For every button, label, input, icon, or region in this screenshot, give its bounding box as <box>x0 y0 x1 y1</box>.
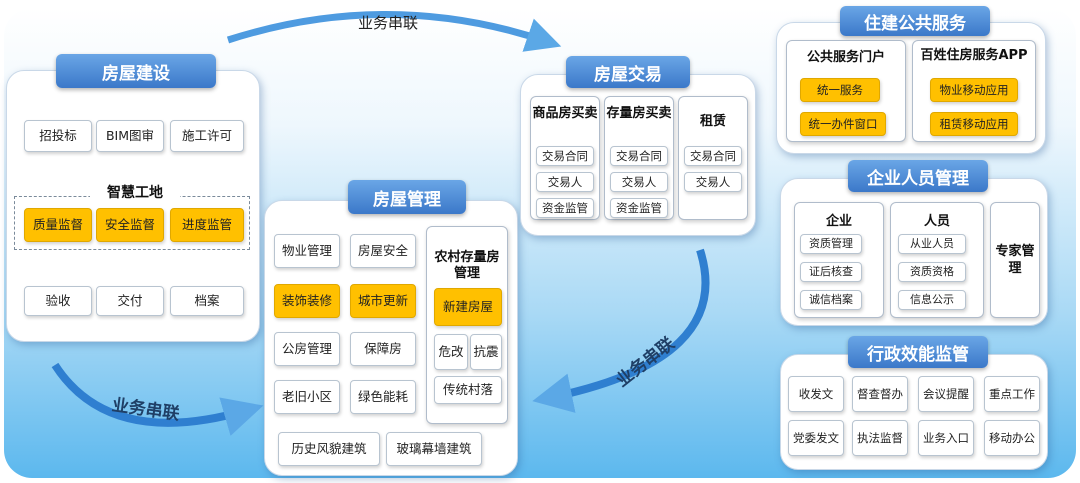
trade-column-head: 存量房买卖 <box>606 106 672 121</box>
rural-item: 危改 <box>434 334 468 370</box>
efficiency-item: 督查督办 <box>852 376 908 412</box>
management-item: 装饰装修 <box>274 284 340 318</box>
trade-item: 交易人 <box>684 172 742 192</box>
trade-item: 交易合同 <box>536 146 594 166</box>
bottom-left-flow-arrow <box>51 362 264 436</box>
construction-item: 验收 <box>24 286 92 316</box>
trade-item: 交易人 <box>536 172 594 192</box>
smart-site-item: 质量监督 <box>24 208 92 242</box>
enterprise-item: 资质管理 <box>800 234 862 254</box>
management-item: 历史风貌建筑 <box>278 432 380 466</box>
public-service-item: 统一办件窗口 <box>800 112 886 136</box>
flow-label-top: 业务串联 <box>358 14 419 32</box>
efficiency-item: 会议提醒 <box>918 376 974 412</box>
trade-title: 房屋交易 <box>566 56 690 88</box>
public-service-item: 租赁移动应用 <box>930 112 1018 136</box>
public-service-column-head: 百姓住房服务APP <box>920 48 1028 63</box>
enterprise-item: 证后核查 <box>800 262 862 282</box>
construction-title: 房屋建设 <box>56 54 216 88</box>
public-service-column-head: 公共服务门户 <box>806 50 885 65</box>
trade-item: 交易合同 <box>684 146 742 166</box>
enterprise-column-head: 企业 <box>825 214 852 229</box>
public-service-item: 物业移动应用 <box>930 78 1018 102</box>
trade-column-head: 商品房买卖 <box>532 106 598 121</box>
enterprise-title: 企业人员管理 <box>848 160 988 192</box>
trade-item: 资金监管 <box>536 198 594 218</box>
management-item: 老旧小区 <box>274 380 340 414</box>
construction-item: 档案 <box>170 286 244 316</box>
trade-column-head: 租赁 <box>699 114 726 129</box>
personnel-item: 资质资格 <box>898 262 966 282</box>
management-item: 物业管理 <box>274 234 340 268</box>
efficiency-item: 收发文 <box>788 376 844 412</box>
efficiency-item: 党委发文 <box>788 420 844 456</box>
smart-site-item: 进度监管 <box>170 208 244 242</box>
construction-item: BIM图审 <box>96 120 164 152</box>
trade-item: 交易合同 <box>610 146 668 166</box>
trade-item: 交易人 <box>610 172 668 192</box>
efficiency-item: 执法监督 <box>852 420 908 456</box>
management-item: 保障房 <box>350 332 416 366</box>
construction-item: 施工许可 <box>170 120 244 152</box>
rural-title: 农村存量房管理 <box>434 250 500 281</box>
rural-item: 新建房屋 <box>434 288 502 326</box>
enterprise-column-head: 人员 <box>923 214 950 229</box>
top-flow-arrow <box>226 11 562 52</box>
rural-item: 传统村落 <box>434 376 502 404</box>
public-service-title: 住建公共服务 <box>840 6 990 36</box>
rural-item: 抗震 <box>470 334 502 370</box>
efficiency-item: 移动办公 <box>984 420 1040 456</box>
public-service-item: 统一服务 <box>800 78 880 102</box>
personnel-item: 从业人员 <box>898 234 966 254</box>
expert-column <box>990 202 1040 318</box>
efficiency-item: 重点工作 <box>984 376 1040 412</box>
management-item: 公房管理 <box>274 332 340 366</box>
personnel-item: 信息公示 <box>898 290 966 310</box>
management-item: 玻璃幕墙建筑 <box>386 432 482 466</box>
management-title: 房屋管理 <box>348 180 466 214</box>
expert-management: 专家管理 <box>995 244 1035 276</box>
enterprise-item: 诚信档案 <box>800 290 862 310</box>
efficiency-item: 业务入口 <box>918 420 974 456</box>
management-item: 房屋安全 <box>350 234 416 268</box>
efficiency-title: 行政效能监管 <box>848 336 988 368</box>
smart-site-label: 智慧工地 <box>90 185 180 202</box>
construction-item: 招投标 <box>24 120 92 152</box>
right-flow-arrow <box>532 248 710 413</box>
management-item: 绿色能耗 <box>350 380 416 414</box>
trade-item: 资金监管 <box>610 198 668 218</box>
smart-site-item: 安全监督 <box>96 208 164 242</box>
management-item: 城市更新 <box>350 284 416 318</box>
construction-item: 交付 <box>96 286 164 316</box>
